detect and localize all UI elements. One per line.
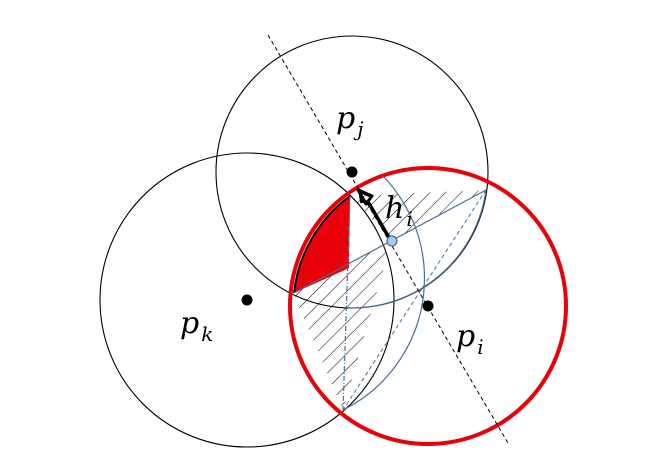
arrow-hi-shaft xyxy=(365,199,393,242)
point-bisector-center xyxy=(386,235,398,247)
triple-intersection-region xyxy=(294,196,350,293)
circle-pi xyxy=(288,166,568,446)
point-pk xyxy=(241,294,253,306)
point-pj xyxy=(346,166,358,178)
circle-pk xyxy=(99,152,395,448)
point-pi xyxy=(422,300,434,312)
chord-jk-dashed xyxy=(342,189,487,411)
arc-boundary-j-inside-i xyxy=(348,189,487,309)
dashed-axis-line xyxy=(267,34,509,444)
arc-boundary-k-inside-i xyxy=(342,168,426,411)
arc-boundary-jk xyxy=(293,195,351,294)
chord-ik xyxy=(342,195,351,411)
arrow-hi-head-lines xyxy=(357,188,372,204)
hatched-region-ik xyxy=(294,240,392,410)
